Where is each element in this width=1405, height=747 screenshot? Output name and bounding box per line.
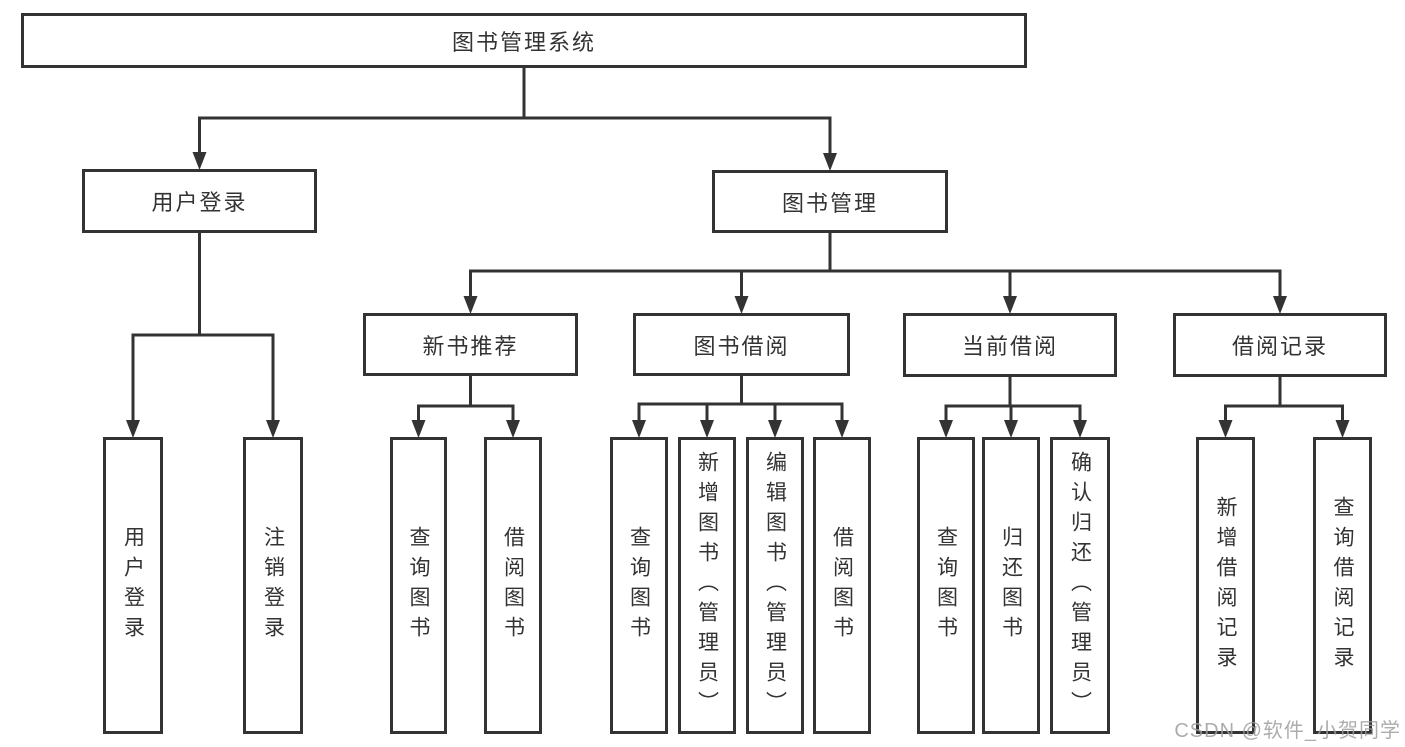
arrowhead-icon xyxy=(1004,420,1018,438)
node-book-management: 图书管理 xyxy=(712,170,948,233)
node-new-book-recommend: 新书推荐 xyxy=(363,313,578,376)
node-leaf-edit-book: 编辑图书（管理员） xyxy=(746,437,804,734)
node-label-leaf-query-book-3: 查询图书 xyxy=(934,525,958,646)
node-current-borrow: 当前借阅 xyxy=(903,313,1117,377)
node-label-leaf-query-book-1: 查询图书 xyxy=(407,525,430,646)
node-leaf-borrow-book-2: 借阅图书 xyxy=(813,437,871,734)
arrowhead-icon xyxy=(411,420,426,438)
watermark: CSDN @软件_小贺同学 xyxy=(1174,720,1401,742)
node-label-leaf-logout: 注销登录 xyxy=(261,525,285,646)
node-root: 图书管理系统 xyxy=(21,13,1027,68)
arrowhead-icon xyxy=(1335,420,1350,438)
arrowhead-icon xyxy=(192,152,207,170)
node-leaf-add-record: 新增借阅记录 xyxy=(1196,437,1255,734)
node-label-leaf-borrow-book-1: 借阅图书 xyxy=(501,525,525,646)
node-label-leaf-add-book: 新增图书（管理员） xyxy=(695,450,719,721)
node-label-root: 图书管理系统 xyxy=(451,29,596,55)
arrowhead-icon xyxy=(1273,296,1287,314)
node-leaf-query-book-2: 查询图书 xyxy=(610,437,668,734)
arrowhead-icon xyxy=(1218,420,1233,438)
arrowhead-icon xyxy=(266,420,280,438)
node-leaf-query-book-3: 查询图书 xyxy=(917,437,975,734)
arrowhead-icon xyxy=(835,420,849,438)
node-label-user-login: 用户登录 xyxy=(151,190,248,215)
arrowhead-icon xyxy=(734,296,749,314)
node-label-leaf-add-record: 新增借阅记录 xyxy=(1214,495,1237,676)
node-label-leaf-edit-book: 编辑图书（管理员） xyxy=(763,450,787,721)
arrowhead-icon xyxy=(700,420,714,438)
arrowhead-icon xyxy=(1073,420,1087,438)
node-label-leaf-query-record: 查询借阅记录 xyxy=(1331,495,1354,676)
node-leaf-user-login: 用户登录 xyxy=(103,437,163,734)
node-leaf-query-record: 查询借阅记录 xyxy=(1313,437,1372,734)
arrowhead-icon xyxy=(823,153,837,171)
node-user-login: 用户登录 xyxy=(82,169,317,233)
node-label-leaf-query-book-2: 查询图书 xyxy=(627,525,651,646)
arrowhead-icon xyxy=(632,420,646,438)
node-borrow-records: 借阅记录 xyxy=(1173,313,1387,377)
node-leaf-add-book: 新增图书（管理员） xyxy=(678,437,736,734)
node-label-leaf-user-login: 用户登录 xyxy=(121,525,145,646)
node-label-book-management: 图书管理 xyxy=(781,190,878,216)
node-leaf-query-book-1: 查询图书 xyxy=(390,437,447,734)
node-label-leaf-return-book: 归还图书 xyxy=(999,525,1023,646)
node-leaf-logout: 注销登录 xyxy=(243,437,303,734)
node-label-book-borrow: 图书借阅 xyxy=(693,333,790,359)
node-leaf-confirm-return: 确认归还（管理员） xyxy=(1050,437,1110,734)
node-leaf-borrow-book-1: 借阅图书 xyxy=(484,437,542,734)
node-label-leaf-confirm-return: 确认归还（管理员） xyxy=(1068,450,1092,721)
arrowhead-icon xyxy=(506,420,520,438)
node-label-leaf-borrow-book-2: 借阅图书 xyxy=(830,525,854,646)
node-label-current-borrow: 当前借阅 xyxy=(961,334,1058,359)
arrowhead-icon xyxy=(463,296,478,314)
arrowhead-icon xyxy=(126,420,140,438)
node-label-new-book-recommend: 新书推荐 xyxy=(422,333,519,359)
node-leaf-return-book: 归还图书 xyxy=(982,437,1040,734)
node-label-borrow-records: 借阅记录 xyxy=(1231,334,1328,359)
arrowhead-icon xyxy=(768,420,782,438)
arrowhead-icon xyxy=(1003,296,1017,314)
node-book-borrow: 图书借阅 xyxy=(633,313,850,376)
arrowhead-icon xyxy=(939,420,953,438)
